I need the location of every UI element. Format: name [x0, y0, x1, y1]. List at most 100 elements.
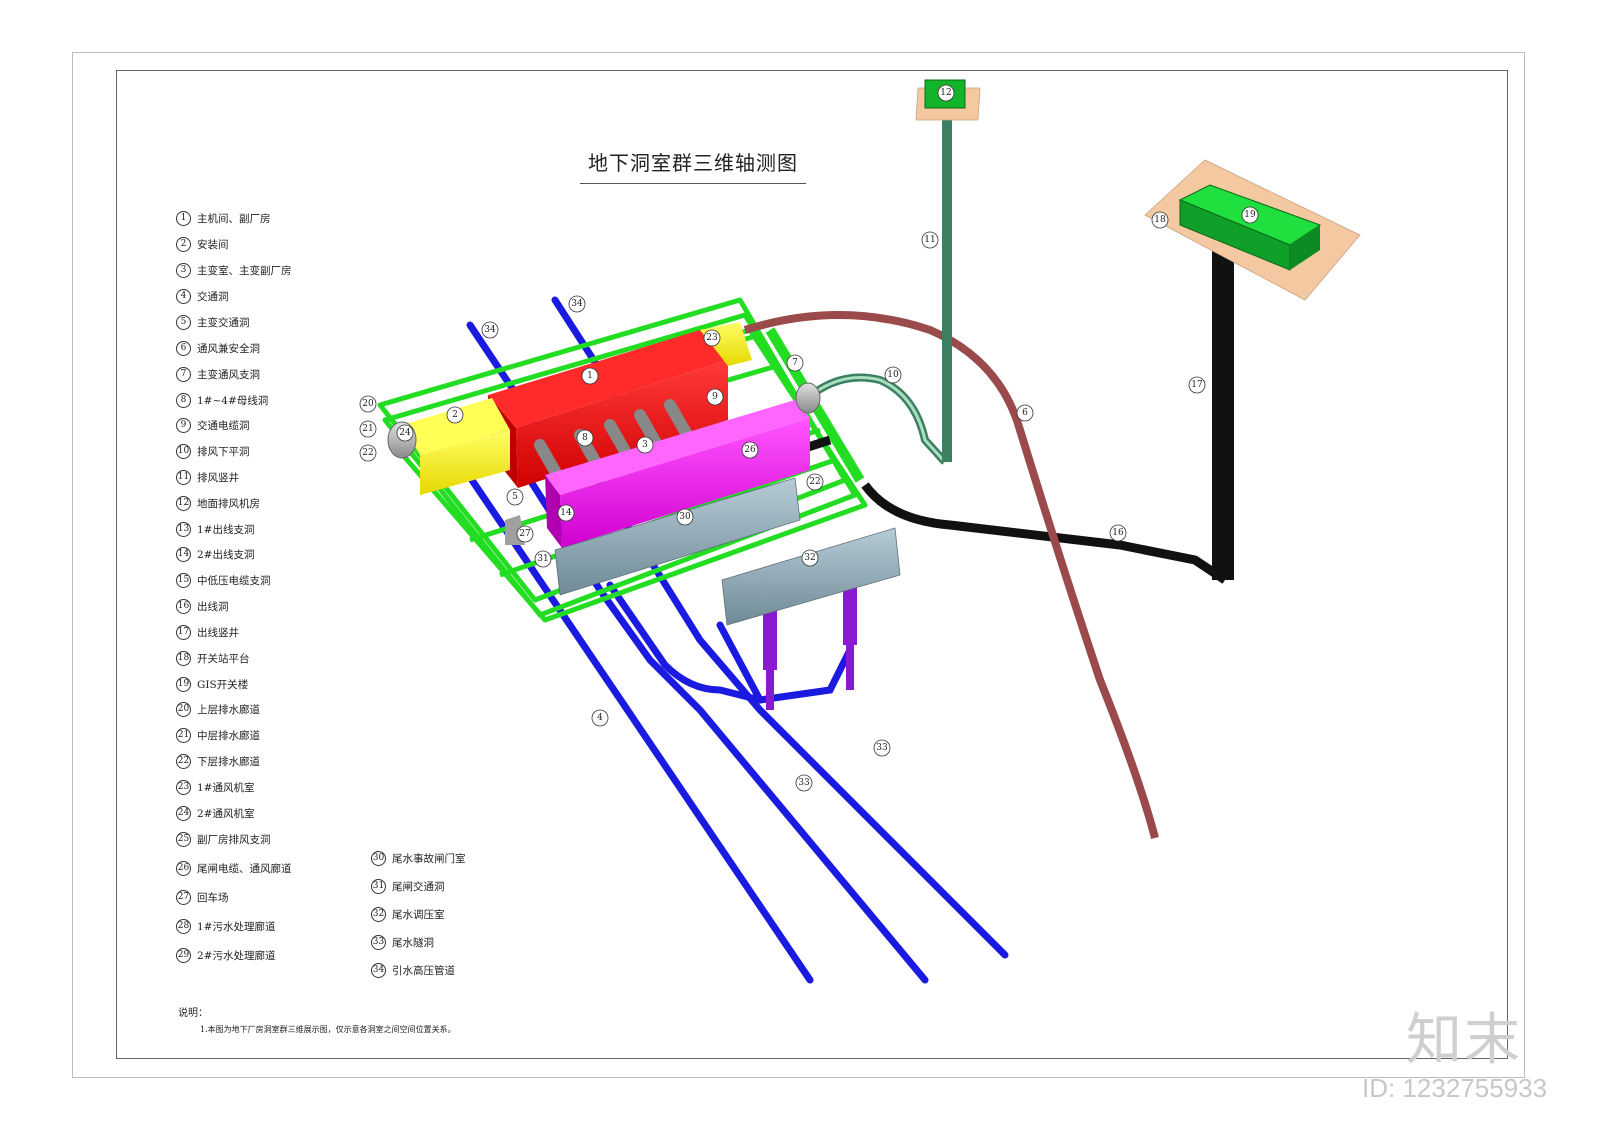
transformer-side	[545, 475, 562, 548]
transformer-top	[545, 400, 810, 495]
svg-text:26: 26	[744, 445, 756, 455]
callout-30: 30	[676, 508, 694, 526]
legend-label: 中低压电缆支洞	[197, 574, 271, 587]
legend-label: 尾水调压室	[392, 908, 445, 921]
legend-number: 24	[176, 805, 191, 821]
svg-text:4: 4	[597, 713, 603, 723]
legend-number: 23	[176, 779, 191, 795]
callout-1: 1	[581, 367, 599, 385]
svg-text:30: 30	[679, 512, 691, 522]
svg-text:34: 34	[484, 325, 496, 335]
svg-text:32: 32	[804, 553, 815, 563]
legend-label: 出线竖井	[197, 626, 239, 639]
legend-number: 31	[371, 878, 386, 894]
svg-text:7: 7	[792, 358, 798, 368]
callout-9: 9	[706, 388, 724, 406]
legend-label: 尾闸交通洞	[392, 880, 445, 893]
svg-text:20: 20	[362, 399, 374, 409]
legend-item: 30 尾水事故闸门室	[371, 849, 466, 867]
gis-building-side	[1290, 225, 1320, 270]
legend-label: 通风兼安全洞	[197, 342, 260, 355]
callout-7: 7	[786, 354, 804, 372]
callout-10: 10	[884, 366, 902, 384]
note-heading: 说明：	[178, 1008, 208, 1019]
callout-17: 17	[1188, 376, 1206, 394]
callout-19: 19	[1241, 206, 1259, 224]
callout-6: 6	[1016, 404, 1034, 422]
legend-number: 12	[176, 495, 191, 511]
svg-text:12: 12	[940, 88, 951, 98]
legend-label: 尾闸电缆、通风廊道	[197, 862, 292, 875]
legend-number: 15	[176, 572, 191, 588]
exhaust-lower-tunnel-highlight	[804, 376, 947, 464]
legend-number: 20	[176, 701, 191, 717]
watermark-brand: 知末	[1406, 1008, 1522, 1073]
legend-number: 30	[371, 850, 386, 866]
callout-26: 26	[741, 441, 759, 459]
legend-number: 5	[176, 314, 191, 330]
legend-number: 3	[176, 262, 191, 278]
legend-number: 18	[176, 650, 191, 666]
svg-text:23: 23	[706, 333, 718, 343]
callout-34-right: 34	[568, 295, 586, 313]
tailrace-surge-chamber	[721, 527, 901, 626]
legend-item: 31 尾闸交通洞	[371, 877, 445, 895]
legend-label: GIS开关楼	[197, 678, 249, 691]
legend-label: 主变交通洞	[197, 316, 250, 329]
legend-item: 5 主变交通洞	[176, 313, 250, 331]
svg-text:18: 18	[1154, 215, 1166, 225]
legend-label: 2#通风机室	[197, 807, 255, 820]
watermark-id: ID: 1232755933	[1362, 1073, 1548, 1103]
legend-item: 19 GIS开关楼	[176, 675, 248, 693]
legend-number: 14	[176, 546, 191, 562]
svg-text:24: 24	[399, 428, 411, 438]
callout-23: 23	[703, 329, 721, 347]
legend-item: 23 1#通风机室	[176, 778, 254, 796]
exhaust-shaft	[942, 112, 952, 462]
ventilation-safety-tunnel	[743, 311, 1159, 840]
callout-21: 21	[359, 420, 377, 438]
legend-label: 1#通风机室	[197, 781, 255, 794]
callout-14: 14	[557, 504, 575, 522]
legend-label: 2#出线支洞	[197, 548, 255, 561]
legend-item: 26 尾闸电缆、通风廊道	[176, 859, 292, 877]
legend-number: 21	[176, 727, 191, 743]
svg-text:1: 1	[587, 371, 593, 381]
legend-number: 13	[176, 521, 191, 537]
powerhouse-top	[488, 330, 728, 428]
legend-number: 26	[176, 860, 191, 876]
legend-label: 下层排水廊道	[197, 755, 260, 768]
legend-label: 1#出线支洞	[197, 523, 255, 536]
callout-24: 24	[396, 424, 414, 442]
svg-text:2: 2	[452, 410, 458, 420]
svg-text:19: 19	[1244, 210, 1256, 220]
main-powerhouse	[516, 360, 728, 488]
svg-text:16: 16	[1112, 528, 1124, 538]
svg-text:33: 33	[876, 743, 888, 753]
legend-number: 19	[176, 676, 191, 692]
callout-33-right: 33	[873, 739, 891, 757]
legend-label: 地面排风机房	[197, 497, 260, 510]
legend-number: 33	[371, 934, 386, 950]
legend-item: 13 1#出线支洞	[176, 520, 254, 538]
title-underline	[580, 183, 806, 184]
callout-33-left: 33	[795, 774, 813, 792]
legend-number: 28	[176, 918, 191, 934]
legend-label: 上层排水廊道	[197, 703, 260, 716]
legend-label: 中层排水廊道	[197, 729, 260, 742]
legend-label: 尾水事故闸门室	[392, 852, 466, 865]
